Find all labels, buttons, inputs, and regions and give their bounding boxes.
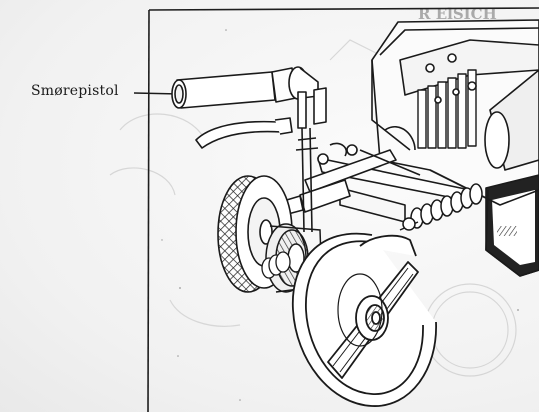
- spring-coil: [399, 183, 483, 231]
- callout-label-grease-gun: Smørepistol: [31, 83, 119, 99]
- engine-block: [371, 19, 539, 277]
- scan-speckles: [161, 29, 519, 401]
- grease-gun: [171, 66, 327, 233]
- header-fragment: R ElSICH: [418, 5, 497, 23]
- figure-frame: [147, 7, 539, 412]
- cutter-wheel: [261, 232, 437, 407]
- chassis-frame: [269, 142, 475, 223]
